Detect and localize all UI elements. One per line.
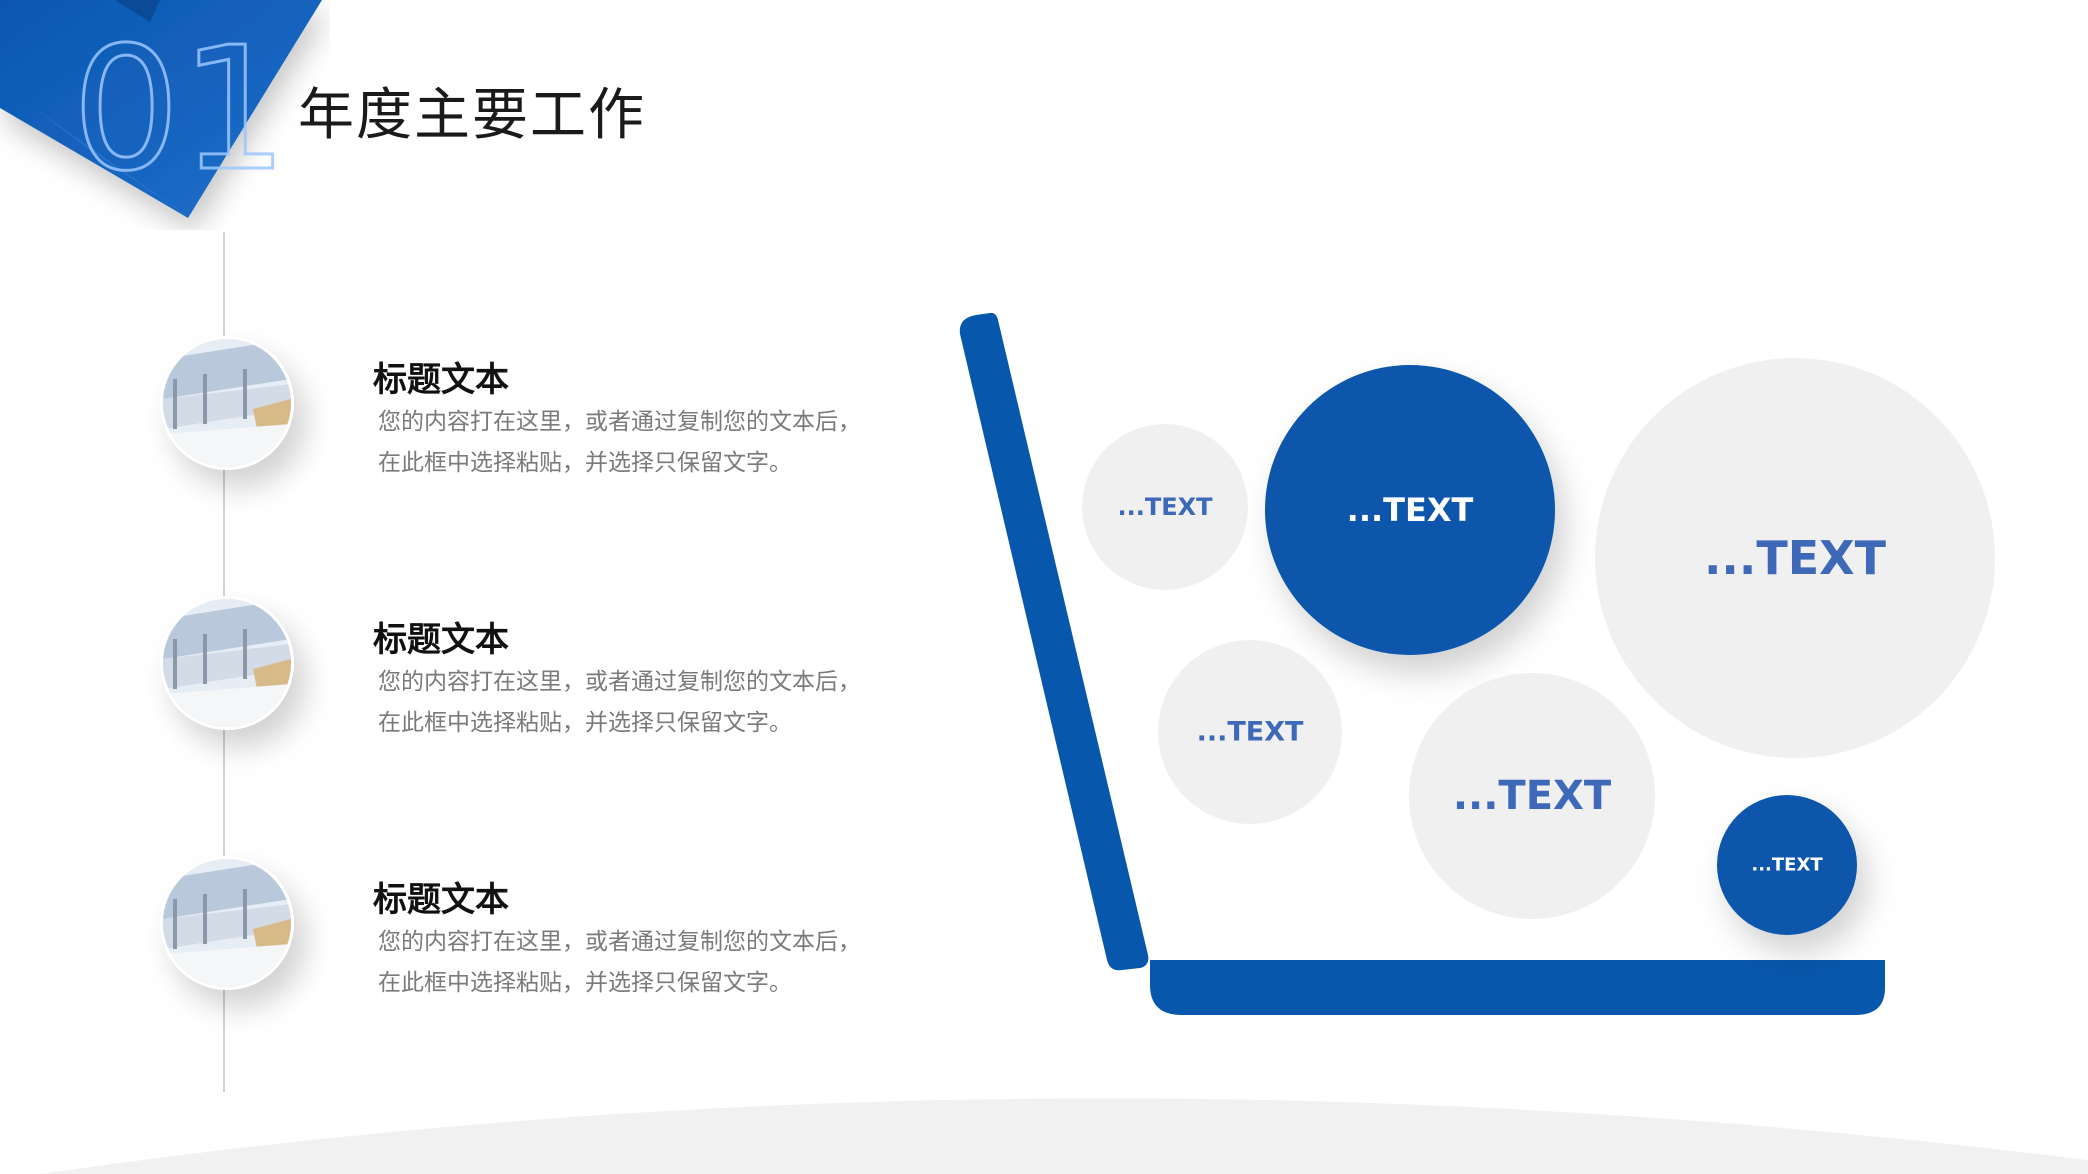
description-line: 在此框中选择粘贴，并选择只保留文字。 [378,450,792,476]
bubble: ...TEXT [1158,640,1342,824]
timeline-item: 标题文本 您的内容打在这里，或者通过复制您的文本后， 在此框中选择粘贴，并选择只… [0,336,900,476]
item-title: 标题文本 [373,620,509,660]
description-line: 在此框中选择粘贴，并选择只保留文字。 [378,710,792,736]
bubble: ...TEXT [1082,424,1248,590]
bubble: ...TEXT [1717,795,1857,935]
bubble-diagram: ...TEXT ...TEXT ...TEXT ...TEXT ...TEXT ...TE… [959,312,1995,1015]
bubble-circle [1158,640,1342,824]
thumbnail-image [160,336,294,470]
bubble-circle [1717,795,1857,935]
bubble-label: ...TEXT [1751,855,1823,876]
bubble: ...TEXT [1265,365,1555,655]
svg-text:01: 01 [72,11,288,209]
bubble: ...TEXT [1595,358,1995,758]
base-bar [1150,960,1885,1015]
page-title: 年度主要工作 [298,83,646,148]
corner-decoration: 01 [0,0,322,218]
bubble-circle [1409,673,1655,919]
bubble-label: ...TEXT [1347,491,1474,529]
description-line: 您的内容打在这里，或者通过复制您的文本后， [378,669,861,695]
bubble-circle [1595,358,1995,758]
description-line: 您的内容打在这里，或者通过复制您的文本后， [378,929,861,955]
slanted-bar [959,312,1149,971]
thumbnail-image [160,856,294,990]
bubble-label: ...TEXT [1197,717,1304,748]
bubble-circle [1082,424,1248,590]
description-line: 您的内容打在这里，或者通过复制您的文本后， [378,409,861,435]
thumbnail-image [160,596,294,730]
item-description: 您的内容打在这里，或者通过复制您的文本后， 在此框中选择粘贴，并选择只保留文字。 [378,922,918,1004]
item-title: 标题文本 [373,880,509,920]
bubble-circle [1265,365,1555,655]
bubble-label: ...TEXT [1118,493,1214,521]
bottom-wave [40,1098,2088,1174]
item-description: 您的内容打在这里，或者通过复制您的文本后， 在此框中选择粘贴，并选择只保留文字。 [378,662,918,744]
bubble-label: ...TEXT [1453,773,1612,819]
description-line: 在此框中选择粘贴，并选择只保留文字。 [378,970,792,996]
item-title: 标题文本 [373,360,509,400]
section-number: 01 [71,10,290,211]
bubble-label: ...TEXT [1704,531,1887,585]
item-description: 您的内容打在这里，或者通过复制您的文本后， 在此框中选择粘贴，并选择只保留文字。 [378,402,918,484]
bubble: ...TEXT [1409,673,1655,919]
timeline-item: 标题文本 您的内容打在这里，或者通过复制您的文本后， 在此框中选择粘贴，并选择只… [0,856,900,996]
timeline-item: 标题文本 您的内容打在这里，或者通过复制您的文本后， 在此框中选择粘贴，并选择只… [0,596,900,736]
